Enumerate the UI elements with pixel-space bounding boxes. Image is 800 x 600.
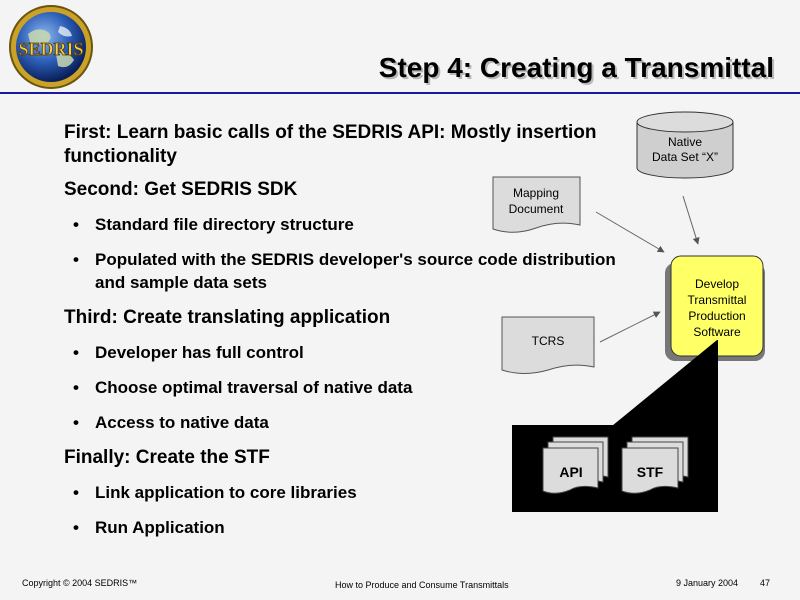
list-item: •Run Application [73, 518, 225, 537]
footer-title: How to Produce and Consume Transmittals [335, 580, 509, 590]
heading-second: Second: Get SEDRIS SDK [64, 179, 298, 200]
mapping-document-shape: Mapping Document [492, 176, 581, 233]
main-content: First: Learn basic calls of the SEDRIS A… [64, 121, 624, 551]
heading-first: First: Learn basic calls of the SEDRIS A… [64, 122, 597, 167]
develop-label-2: Transmittal [688, 293, 747, 307]
sedris-logo: SEDRIS [9, 5, 93, 89]
arrow-tcrs-to-develop [599, 311, 661, 343]
api-label: API [559, 464, 582, 480]
develop-label-1: Develop [695, 277, 739, 291]
native-label-1: Native [668, 135, 702, 149]
footer-date: 9 January 2004 [676, 578, 739, 588]
native-data-set-cylinder: Native Data Set “X” [636, 111, 734, 179]
tcrs-label: TCRS [532, 334, 565, 348]
heading-finally: Finally: Create the STF [64, 447, 270, 468]
list-item: •Standard file directory structure [73, 215, 354, 234]
list-item: •Access to native data [73, 413, 269, 432]
list-item: •Link application to core libraries [73, 483, 357, 502]
tcrs-document-shape: TCRS [501, 316, 595, 374]
stf-label: STF [637, 464, 664, 480]
page-title: Step 4: Creating a Transmittal [378, 52, 774, 83]
arrow-native-to-develop [682, 195, 700, 245]
title-divider [0, 92, 800, 94]
list-item: •Choose optimal traversal of native data [73, 378, 413, 397]
develop-label-3: Production [688, 309, 745, 323]
api-stack: API [542, 436, 609, 494]
footer-page-number: 47 [760, 578, 771, 588]
develop-software-box: Develop Transmittal Production Software [665, 255, 765, 361]
native-label-2: Data Set “X” [652, 150, 718, 164]
heading-third: Third: Create translating application [64, 307, 391, 328]
develop-label-4: Software [693, 325, 741, 339]
list-item: •Populated with the SEDRIS developer's s… [73, 250, 616, 292]
mapping-label-1: Mapping [513, 186, 559, 200]
logo-text: SEDRIS [18, 39, 83, 59]
list-item: •Developer has full control [73, 343, 304, 362]
stf-stack: STF [621, 436, 689, 494]
arrow-mapping-to-develop [595, 211, 665, 253]
footer-copyright: Copyright © 2004 SEDRIS™ [22, 578, 138, 588]
mapping-label-2: Document [509, 202, 564, 216]
